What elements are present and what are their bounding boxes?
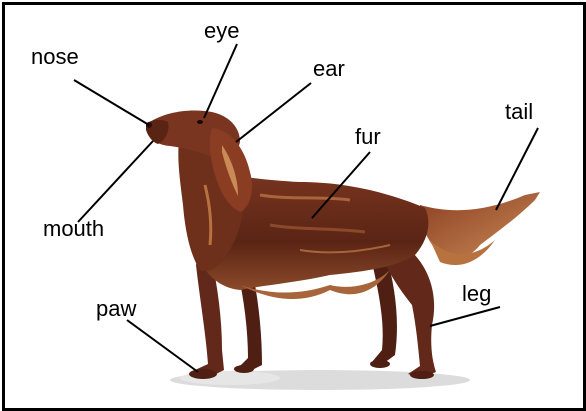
dog-eye bbox=[197, 120, 203, 124]
leader-line-paw bbox=[127, 320, 198, 372]
leader-line-ear bbox=[236, 83, 311, 142]
label-mouth: mouth bbox=[43, 218, 104, 240]
label-leg: leg bbox=[462, 283, 491, 305]
label-nose: nose bbox=[31, 46, 79, 68]
label-ear: ear bbox=[313, 58, 345, 80]
dog-paw-front-2 bbox=[234, 365, 254, 373]
dog-paw-hind bbox=[410, 371, 434, 379]
label-tail: tail bbox=[505, 101, 533, 123]
leader-line-mouth bbox=[78, 141, 153, 222]
leader-line-nose bbox=[74, 80, 149, 125]
leader-line-leg bbox=[430, 307, 500, 326]
dog-paw-hind-2 bbox=[370, 360, 390, 368]
label-eye: eye bbox=[204, 20, 239, 42]
label-fur: fur bbox=[355, 126, 381, 148]
leader-line-eye bbox=[204, 44, 237, 118]
label-paw: paw bbox=[96, 298, 136, 320]
dog-paw-front bbox=[189, 369, 217, 379]
